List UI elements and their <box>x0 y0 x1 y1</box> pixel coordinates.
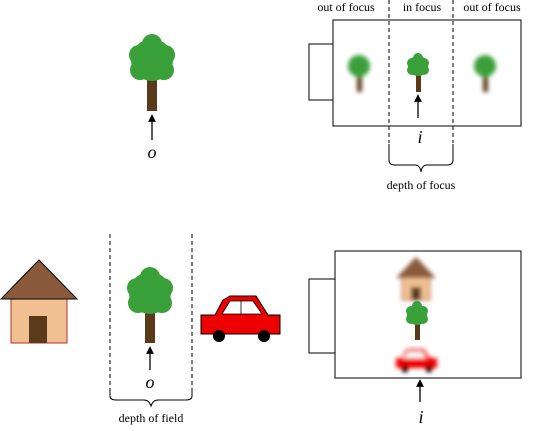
car-body <box>200 295 281 335</box>
car-window <box>221 300 263 315</box>
top-camera-lens <box>308 43 334 101</box>
tree-foliage <box>127 267 173 314</box>
top-blurred-tree-right-icon <box>474 55 496 92</box>
top-focused-tree-icon <box>407 53 429 92</box>
top-object-label: o <box>148 142 157 162</box>
bottom-object-tree-icon <box>127 267 173 343</box>
tree-trunk <box>147 79 157 111</box>
camera-blurred-house-icon <box>396 257 436 301</box>
top-image-label: i <box>417 127 422 147</box>
bottom-camera-lens <box>308 278 336 354</box>
camera-blurred-car-icon <box>396 349 437 373</box>
depth-of-field-brace <box>109 388 193 408</box>
car-wheel-front <box>213 330 225 342</box>
bottom-object-label: o <box>146 372 155 392</box>
bottom-image-label: i <box>418 407 423 427</box>
top-label-in-focus: in focus <box>403 0 442 14</box>
car-icon <box>200 295 281 342</box>
house-icon <box>0 259 79 344</box>
house-door <box>29 316 47 343</box>
top-label-out-of-focus-left: out of focus <box>317 0 375 14</box>
tree-foliage <box>129 34 175 81</box>
depth-of-focus-label: depth of focus <box>387 178 456 192</box>
depth-of-focus-brace <box>388 144 454 173</box>
depth-of-field-label: depth of field <box>119 411 184 425</box>
camera-focused-tree-icon <box>406 301 428 340</box>
top-blurred-tree-left-icon <box>348 55 370 92</box>
tree-trunk <box>145 311 155 343</box>
top-label-out-of-focus-right: out of focus <box>463 0 521 14</box>
house-roof <box>0 259 79 300</box>
top-object-tree-icon <box>129 34 175 111</box>
car-wheel-rear <box>258 330 270 342</box>
